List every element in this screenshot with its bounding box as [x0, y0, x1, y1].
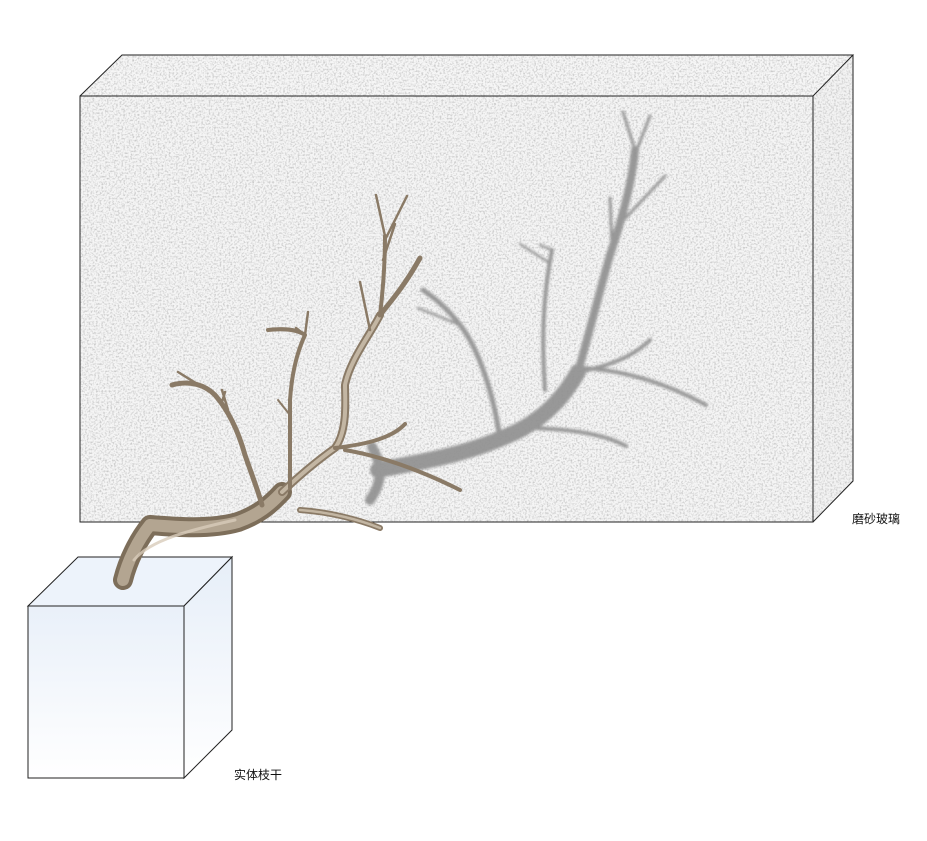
- frosted-glass-label: 磨砂玻璃: [852, 512, 901, 526]
- solid-branch-label: 实体枝干: [234, 768, 283, 782]
- real-branch: [113, 193, 462, 590]
- branch-shadow: [365, 110, 708, 505]
- cube-front-face: [27, 605, 185, 779]
- solid-stand-cube: [26, 555, 234, 780]
